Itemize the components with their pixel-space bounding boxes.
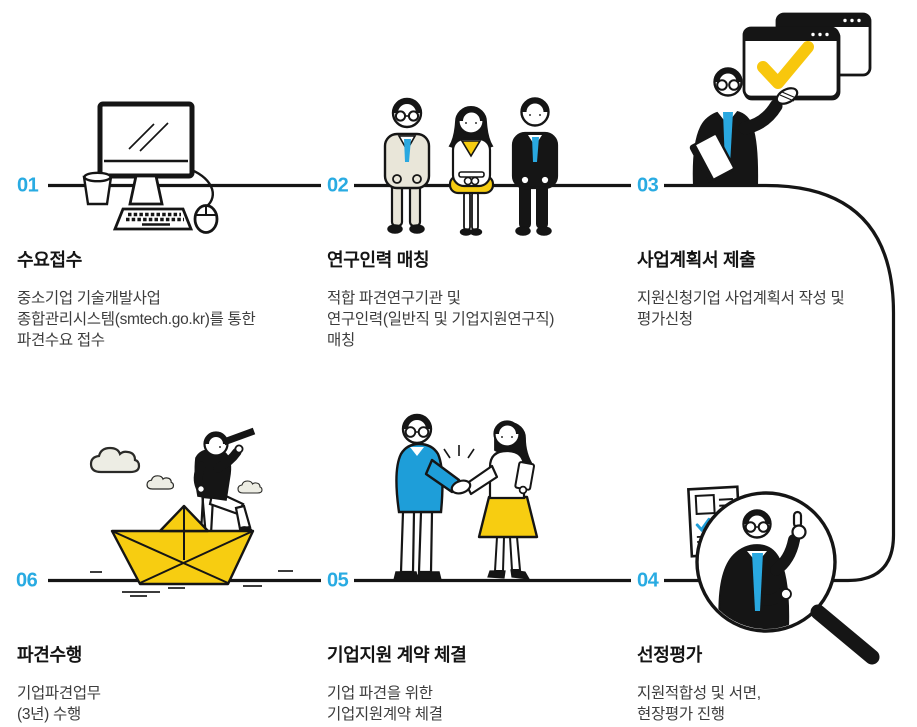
step-01-line-1: 중소기업 기술개발사업 bbox=[17, 290, 161, 307]
step-05-line-1: 기업 파견을 위한 bbox=[327, 685, 433, 702]
step-06-description: 기업파견업무 (3년) 수행 bbox=[17, 683, 312, 725]
step-01-line-3: 파견수요 접수 bbox=[17, 332, 105, 349]
step-02-description: 적합 파견연구기관 및 연구인력(일반직 및 기업지원연구직) 매칭 bbox=[327, 288, 622, 351]
step-01-description: 중소기업 기술개발사업 종합관리시스템(smtech.go.kr)를 통한 파견… bbox=[17, 288, 312, 351]
step-04-line-2: 현장평가 진행 bbox=[637, 706, 725, 723]
step-01-block: 수요접수 중소기업 기술개발사업 종합관리시스템(smtech.go.kr)를 … bbox=[17, 246, 312, 351]
step-03-line-1: 지원신청기업 사업계획서 작성 및 bbox=[637, 290, 845, 307]
clasped-hands bbox=[450, 479, 472, 495]
step-01-title: 수요접수 bbox=[17, 250, 83, 270]
step-03-block: 사업계획서 제출 지원신청기업 사업계획서 작성 및 평가신청 bbox=[637, 246, 917, 330]
step-06-block: 파견수행 기업파견업무 (3년) 수행 bbox=[17, 641, 312, 725]
step-05-title: 기업지원 계약 체결 bbox=[327, 645, 467, 665]
yellow-paper-boat bbox=[110, 504, 255, 586]
magnifier-illustration bbox=[686, 485, 880, 665]
step-number-01: 01 bbox=[11, 175, 45, 196]
handshake-woman bbox=[464, 420, 539, 580]
presenter-man bbox=[689, 67, 799, 187]
cloud bbox=[89, 446, 141, 474]
step-02-line-1: 적합 파견연구기관 및 bbox=[327, 290, 461, 307]
browser-window-front bbox=[742, 26, 841, 101]
step-05-description: 기업 파견을 위한 기업지원계약 체결 bbox=[327, 683, 622, 725]
step-number-02: 02 bbox=[321, 175, 355, 196]
computer-desk-illustration bbox=[82, 101, 219, 234]
paper-boat-illustration bbox=[89, 427, 293, 597]
researcher-black-suit bbox=[511, 97, 559, 236]
step-06-title: 파견수행 bbox=[17, 645, 83, 665]
step-02-line-3: 매칭 bbox=[327, 332, 355, 349]
step-06-line-1: 기업파견업무 bbox=[17, 685, 101, 702]
step-03-line-2: 평가신청 bbox=[637, 311, 693, 328]
step-number-06: 06 bbox=[10, 570, 44, 591]
cloud-small bbox=[146, 475, 175, 490]
step-number-05: 05 bbox=[321, 570, 355, 591]
step-number-04: 04 bbox=[631, 570, 665, 591]
researcher-woman bbox=[448, 106, 495, 236]
sparkle-lines bbox=[443, 445, 475, 459]
step-05-line-2: 기업지원계약 체결 bbox=[327, 706, 443, 723]
telescope bbox=[222, 427, 256, 446]
cloud-right bbox=[237, 480, 263, 494]
step-02-line-2: 연구인력(일반직 및 기업지원연구직) bbox=[327, 311, 555, 328]
step-05-block: 기업지원 계약 체결 기업 파견을 위한 기업지원계약 체결 bbox=[327, 641, 622, 725]
step-03-title: 사업계획서 제출 bbox=[637, 250, 756, 270]
step-06-line-2: (3년) 수행 bbox=[17, 706, 81, 723]
clipboard bbox=[689, 132, 736, 183]
researcher-beige-suit bbox=[383, 97, 431, 234]
step-02-block: 연구인력 매칭 적합 파견연구기관 및 연구인력(일반직 및 기업지원연구직) … bbox=[327, 246, 622, 351]
step-03-description: 지원신청기업 사업계획서 작성 및 평가신청 bbox=[637, 288, 917, 330]
check-icon bbox=[757, 41, 814, 89]
water-dashes bbox=[90, 570, 293, 597]
step-04-title: 선정평가 bbox=[637, 645, 703, 665]
step-04-description: 지원적합성 및 서면, 현장평가 진행 bbox=[637, 683, 917, 725]
step-01-line-2: 종합관리시스템(smtech.go.kr)를 통한 bbox=[17, 311, 256, 328]
handshake-man bbox=[393, 413, 461, 581]
step-04-line-1: 지원적합성 및 서면, bbox=[637, 685, 761, 702]
presenter-illustration bbox=[689, 12, 872, 187]
evaluator-man bbox=[718, 534, 800, 629]
handshake-illustration bbox=[393, 413, 539, 581]
step-04-block: 선정평가 지원적합성 및 서면, 현장평가 진행 bbox=[637, 641, 917, 725]
magnifier-handle bbox=[810, 604, 880, 665]
step-number-03: 03 bbox=[631, 175, 665, 196]
process-connector-line bbox=[48, 183, 896, 583]
seated-researchers-illustration bbox=[383, 97, 559, 236]
step-02-title: 연구인력 매칭 bbox=[327, 250, 430, 270]
